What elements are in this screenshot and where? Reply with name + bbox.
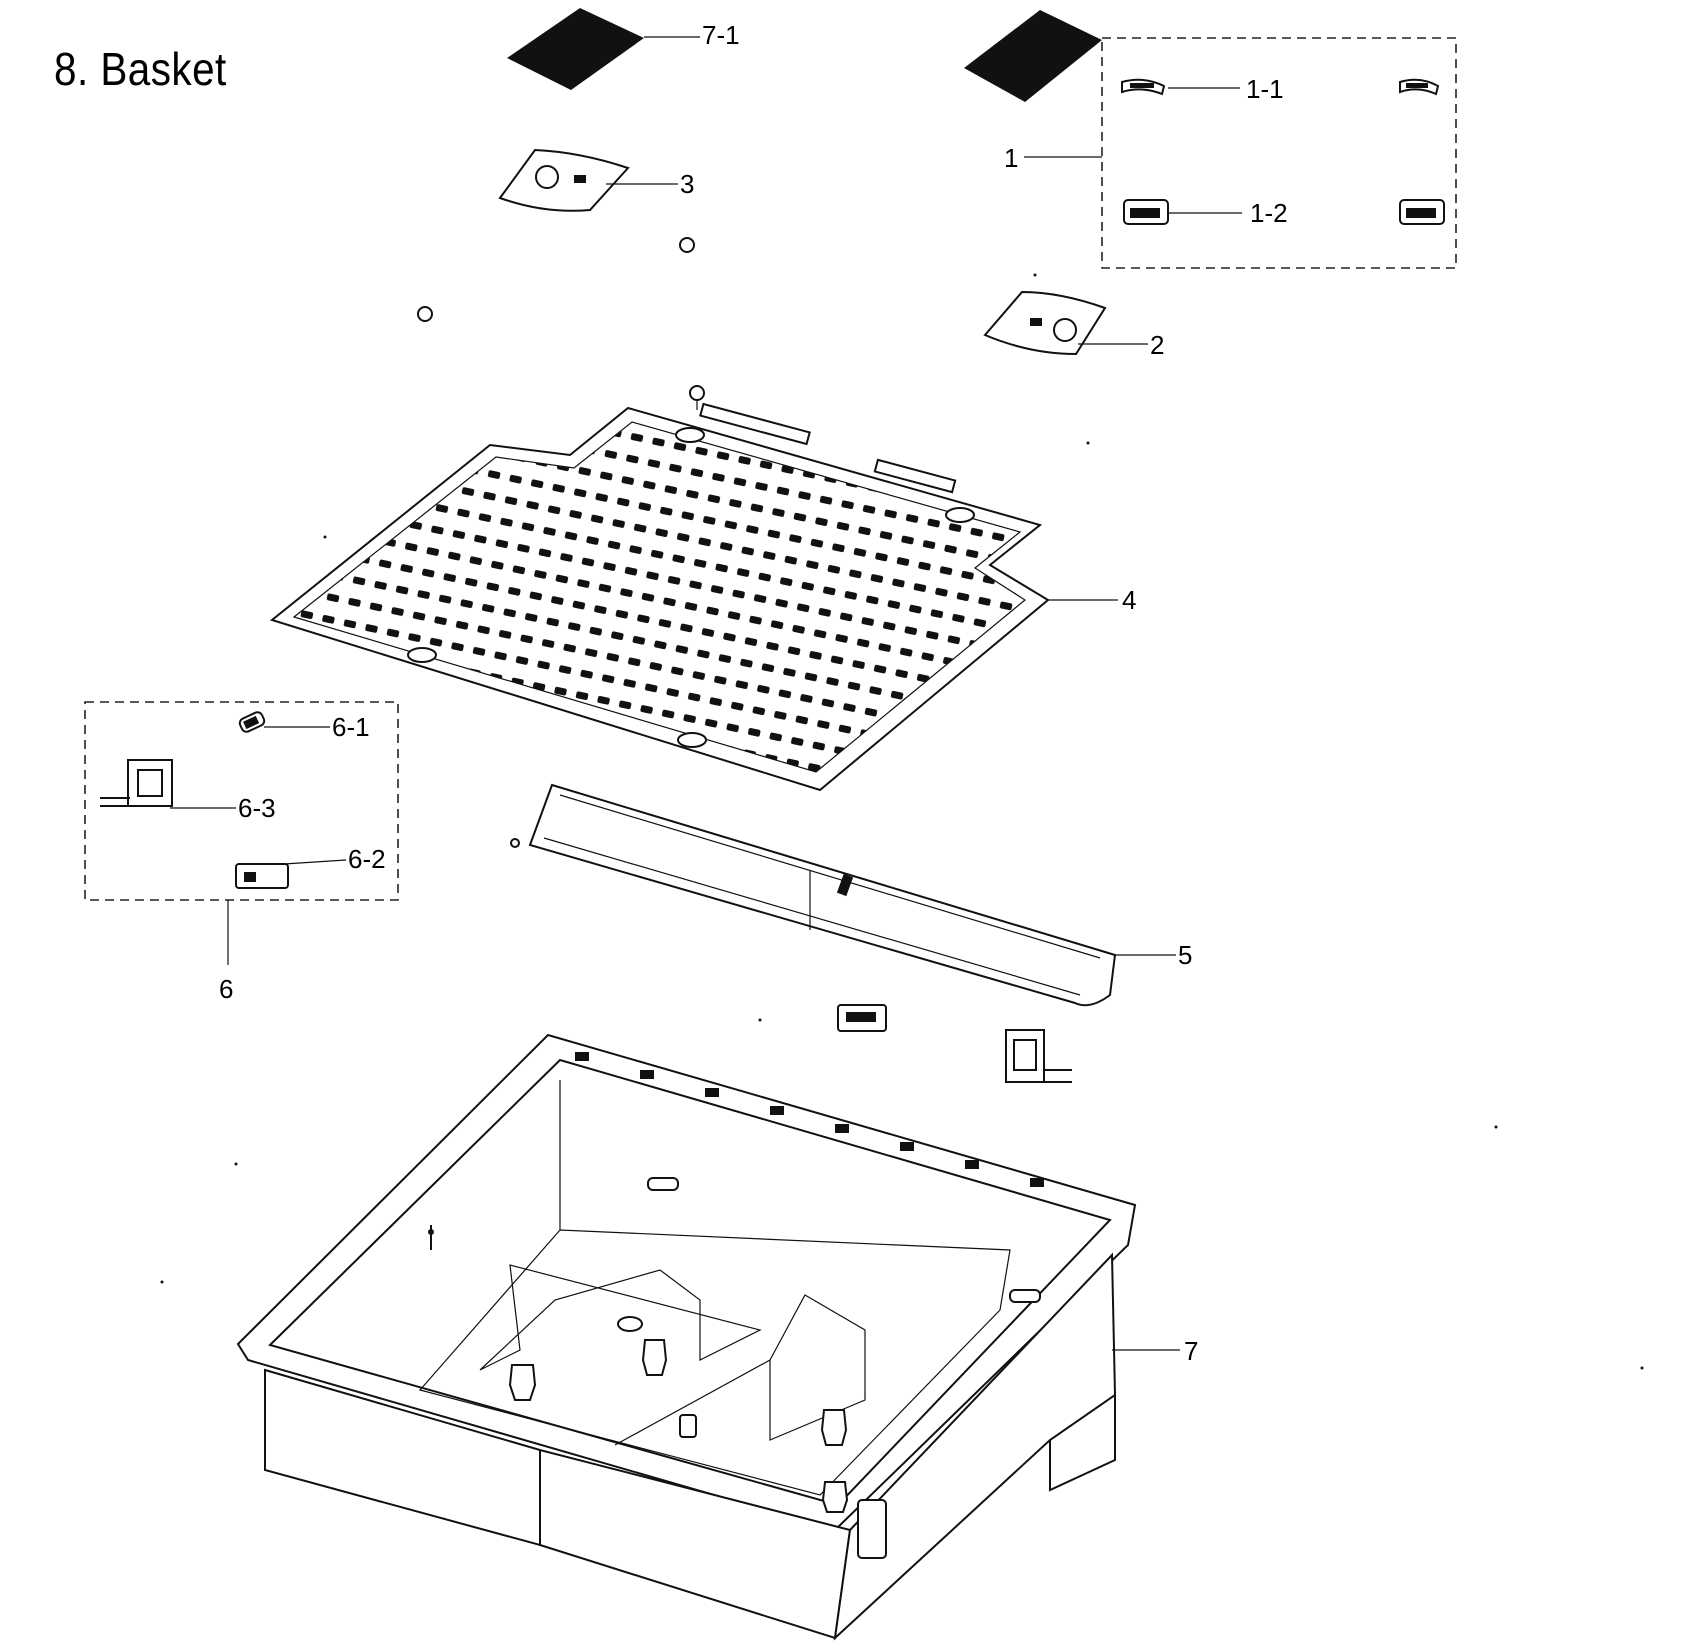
basket-tub-7 <box>236 1033 1180 1641</box>
callout-1-1: 1-1 <box>1246 74 1284 104</box>
group-6-box <box>84 701 399 965</box>
callout-1: 1 <box>1004 143 1019 173</box>
part-1-2-right <box>1399 199 1445 225</box>
part-1-1-right <box>1399 78 1440 96</box>
callout-6-3: 6-3 <box>238 793 276 823</box>
callout-3: 3 <box>680 169 695 199</box>
screws <box>417 237 1037 410</box>
part-6-3 <box>100 759 236 809</box>
perforated-tray-4 <box>269 402 1118 792</box>
part-6-2 <box>235 859 347 889</box>
stray-dots <box>160 441 1644 1370</box>
callout-6-2: 6-2 <box>348 844 386 874</box>
callout-7-1: 7-1 <box>702 20 740 50</box>
cover-part-3 <box>498 148 678 212</box>
part-1-1-left <box>1121 78 1166 96</box>
filter-pad-7-1 <box>507 8 700 90</box>
callout-6: 6 <box>219 974 234 1004</box>
callout-5: 5 <box>1178 940 1193 970</box>
rail-part-5 <box>510 783 1176 1007</box>
callout-2: 2 <box>1150 330 1165 360</box>
part-6-1 <box>238 711 330 733</box>
callout-4: 4 <box>1122 585 1137 615</box>
part-1-2-left <box>1123 199 1242 225</box>
page-title: 8. Basket <box>54 43 227 95</box>
cover-part-2 <box>983 290 1148 356</box>
filter-pad-right <box>964 10 1102 102</box>
loose-clips <box>837 1004 1072 1083</box>
callout-7: 7 <box>1184 1336 1199 1366</box>
callout-6-1: 6-1 <box>332 712 370 742</box>
callout-1-2: 1-2 <box>1250 198 1288 228</box>
group-1-box <box>1024 37 1457 269</box>
